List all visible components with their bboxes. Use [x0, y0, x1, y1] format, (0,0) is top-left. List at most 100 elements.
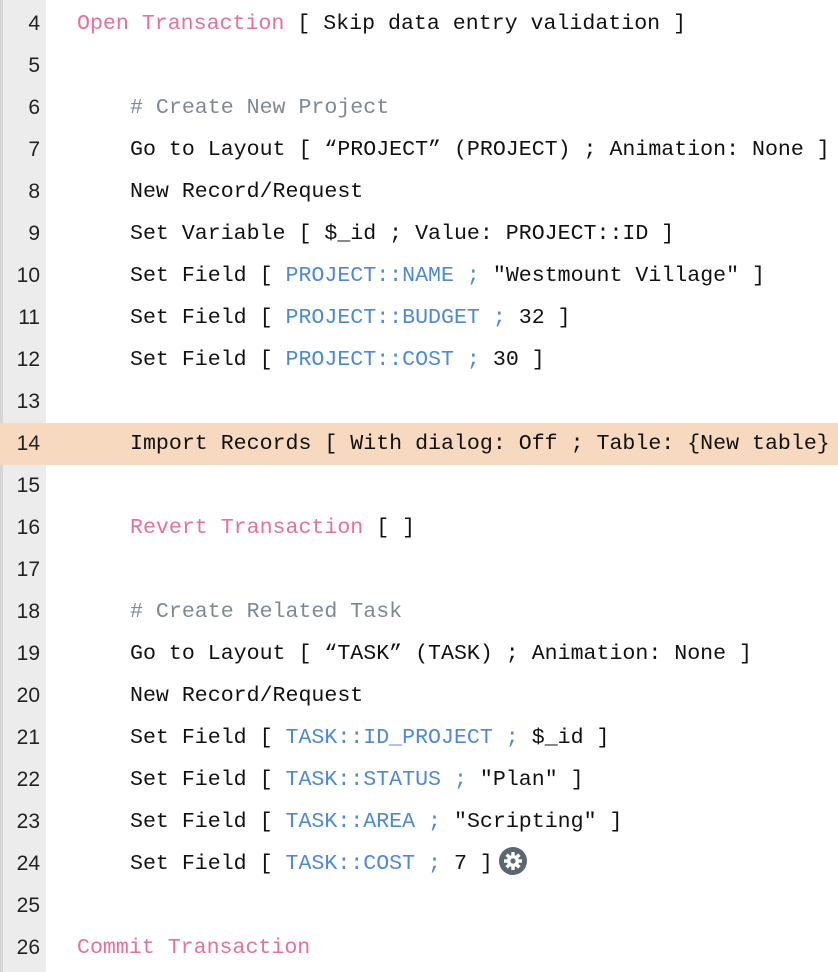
step-text: Open Transaction [ Skip data entry valid… [77, 3, 686, 45]
script-step[interactable]: 23 Set Field [ TASK::AREA ; "Scripting" ] [0, 801, 838, 843]
script-step[interactable]: 4 Open Transaction [ Skip data entry vali… [0, 3, 838, 45]
step-text: # Create New Project [130, 87, 389, 129]
step-text: Commit Transaction [77, 927, 310, 969]
script-step[interactable]: 6 # Create New Project [0, 87, 838, 129]
script-step[interactable]: 7 Go to Layout [ “PROJECT” (PROJECT) ; An… [0, 129, 838, 171]
line-number: 21 [16, 726, 40, 749]
step-token: Go to Layout [ “TASK” (TASK) ; Animation… [130, 642, 753, 666]
step-token: Set Field [ [130, 726, 286, 750]
step-token: 30 ] [479, 348, 545, 372]
step-text: Revert Transaction [ ] [130, 507, 415, 549]
step-text: Set Field [ PROJECT::NAME ; "Westmount V… [130, 255, 765, 297]
line-number: 13 [16, 390, 40, 413]
comment: # Create New Project [130, 96, 390, 120]
step-text: Set Field [ TASK::STATUS ; "Plan" ] [130, 759, 584, 801]
line-number: 26 [16, 936, 40, 959]
field-reference: PROJECT::COST ; [285, 348, 480, 372]
script-step[interactable]: 26 Commit Transaction [0, 927, 838, 969]
field-reference: PROJECT::NAME ; [285, 264, 480, 288]
step-text: # Create Related Task [130, 591, 402, 633]
step-token: Set Field [ [130, 264, 286, 288]
line-number: 10 [16, 264, 40, 287]
line-number: 17 [16, 558, 40, 581]
line-number: 12 [16, 348, 40, 371]
script-step[interactable]: 18 # Create Related Task [0, 591, 838, 633]
line-number: 4 [28, 12, 40, 35]
line-number: 5 [28, 54, 40, 77]
step-token: Set Field [ [130, 348, 286, 372]
script-step[interactable]: 9 Set Variable [ $_id ; Value: PROJECT::I… [0, 213, 838, 255]
script-step[interactable]: 22 Set Field [ TASK::STATUS ; "Plan" ] [0, 759, 838, 801]
line-number: 18 [16, 600, 40, 623]
comment: # Create Related Task [130, 600, 403, 624]
line-number: 24 [16, 852, 40, 875]
step-text: Go to Layout [ “TASK” (TASK) ; Animation… [130, 633, 752, 675]
script-step[interactable]: 11 Set Field [ PROJECT::BUDGET ; 32 ] [0, 297, 838, 339]
step-text: Go to Layout [ “PROJECT” (PROJECT) ; Ani… [130, 129, 830, 171]
script-step[interactable]: 12 Set Field [ PROJECT::COST ; 30 ] [0, 339, 838, 381]
step-text: Set Field [ TASK::ID_PROJECT ; $_id ] [130, 717, 610, 759]
step-token: [ Skip data entry validation ] [284, 12, 687, 36]
step-token: New Record/Request [130, 180, 364, 204]
step-token: Set Field [ [130, 306, 286, 330]
step-token: Set Field [ [130, 852, 286, 876]
step-token: "Plan" ] [466, 768, 584, 792]
line-number-gutter [0, 0, 46, 972]
step-text: Set Field [ TASK::COST ; 7 ] [130, 843, 527, 885]
field-reference: TASK::STATUS ; [285, 768, 467, 792]
step-text: Import Records [ With dialog: Off ; Tabl… [130, 423, 838, 465]
line-number: 11 [18, 306, 40, 329]
step-token: 32 ] [505, 306, 571, 330]
step-token: 7 ] [441, 852, 493, 876]
step-token: Go to Layout [ “PROJECT” (PROJECT) ; Ani… [130, 138, 830, 162]
control-step: Revert Transaction [130, 516, 364, 540]
script-step[interactable]: 24 Set Field [ TASK::COST ; 7 ] [0, 843, 838, 885]
field-reference: TASK::AREA ; [285, 810, 442, 834]
script-step[interactable]: 25 [0, 885, 838, 927]
line-number: 20 [16, 684, 40, 707]
script-step[interactable]: 16 Revert Transaction [ ] [0, 507, 838, 549]
field-reference: TASK::COST ; [285, 852, 442, 876]
line-number: 22 [16, 768, 40, 791]
script-step[interactable]: 8 New Record/Request [0, 171, 838, 213]
step-token: Set Field [ [130, 768, 286, 792]
script-step-selected[interactable]: 14 Import Records [ With dialog: Off ; Ta… [0, 423, 838, 465]
step-text: New Record/Request [130, 171, 363, 213]
step-text: New Record/Request [130, 675, 363, 717]
step-text: Set Variable [ $_id ; Value: PROJECT::ID… [130, 213, 674, 255]
line-number: 25 [16, 894, 40, 917]
script-step[interactable]: 20 New Record/Request [0, 675, 838, 717]
step-text: Set Field [ PROJECT::BUDGET ; 32 ] [130, 297, 571, 339]
control-step: Open Transaction [77, 12, 285, 36]
line-number: 9 [28, 222, 40, 245]
step-token: $_id ] [518, 726, 610, 750]
script-step[interactable]: 19 Go to Layout [ “TASK” (TASK) ; Animati… [0, 633, 838, 675]
script-step[interactable]: 10 Set Field [ PROJECT::NAME ; "Westmount… [0, 255, 838, 297]
line-number: 6 [28, 96, 40, 119]
field-reference: TASK::ID_PROJECT ; [285, 726, 519, 750]
line-number: 15 [16, 474, 40, 497]
step-token: Import Records [ With dialog: Off ; Tabl… [130, 432, 838, 456]
line-number: 7 [28, 138, 40, 161]
line-number: 23 [16, 810, 40, 833]
step-token: Set Variable [ $_id ; Value: PROJECT::ID… [130, 222, 675, 246]
script-step[interactable]: 17 [0, 549, 838, 591]
field-reference: PROJECT::BUDGET ; [285, 306, 506, 330]
step-text: Set Field [ PROJECT::COST ; 30 ] [130, 339, 545, 381]
script-step[interactable]: 15 [0, 465, 838, 507]
step-token: New Record/Request [130, 684, 364, 708]
script-step[interactable]: 13 [0, 381, 838, 423]
script-step[interactable]: 5 [0, 45, 838, 87]
line-number: 8 [28, 180, 40, 203]
step-token: "Scripting" ] [441, 810, 623, 834]
line-number: 19 [16, 642, 40, 665]
script-steps-list: 4 Open Transaction [ Skip data entry vali… [0, 3, 838, 969]
step-token: "Westmount Village" ] [479, 264, 765, 288]
line-number: 16 [16, 516, 40, 539]
line-number: 14 [16, 432, 40, 455]
step-token: Set Field [ [130, 810, 286, 834]
gear-icon[interactable] [498, 847, 527, 876]
script-step[interactable]: 21 Set Field [ TASK::ID_PROJECT ; $_id ] [0, 717, 838, 759]
control-step: Commit Transaction [77, 936, 311, 960]
step-text: Set Field [ TASK::AREA ; "Scripting" ] [130, 801, 622, 843]
